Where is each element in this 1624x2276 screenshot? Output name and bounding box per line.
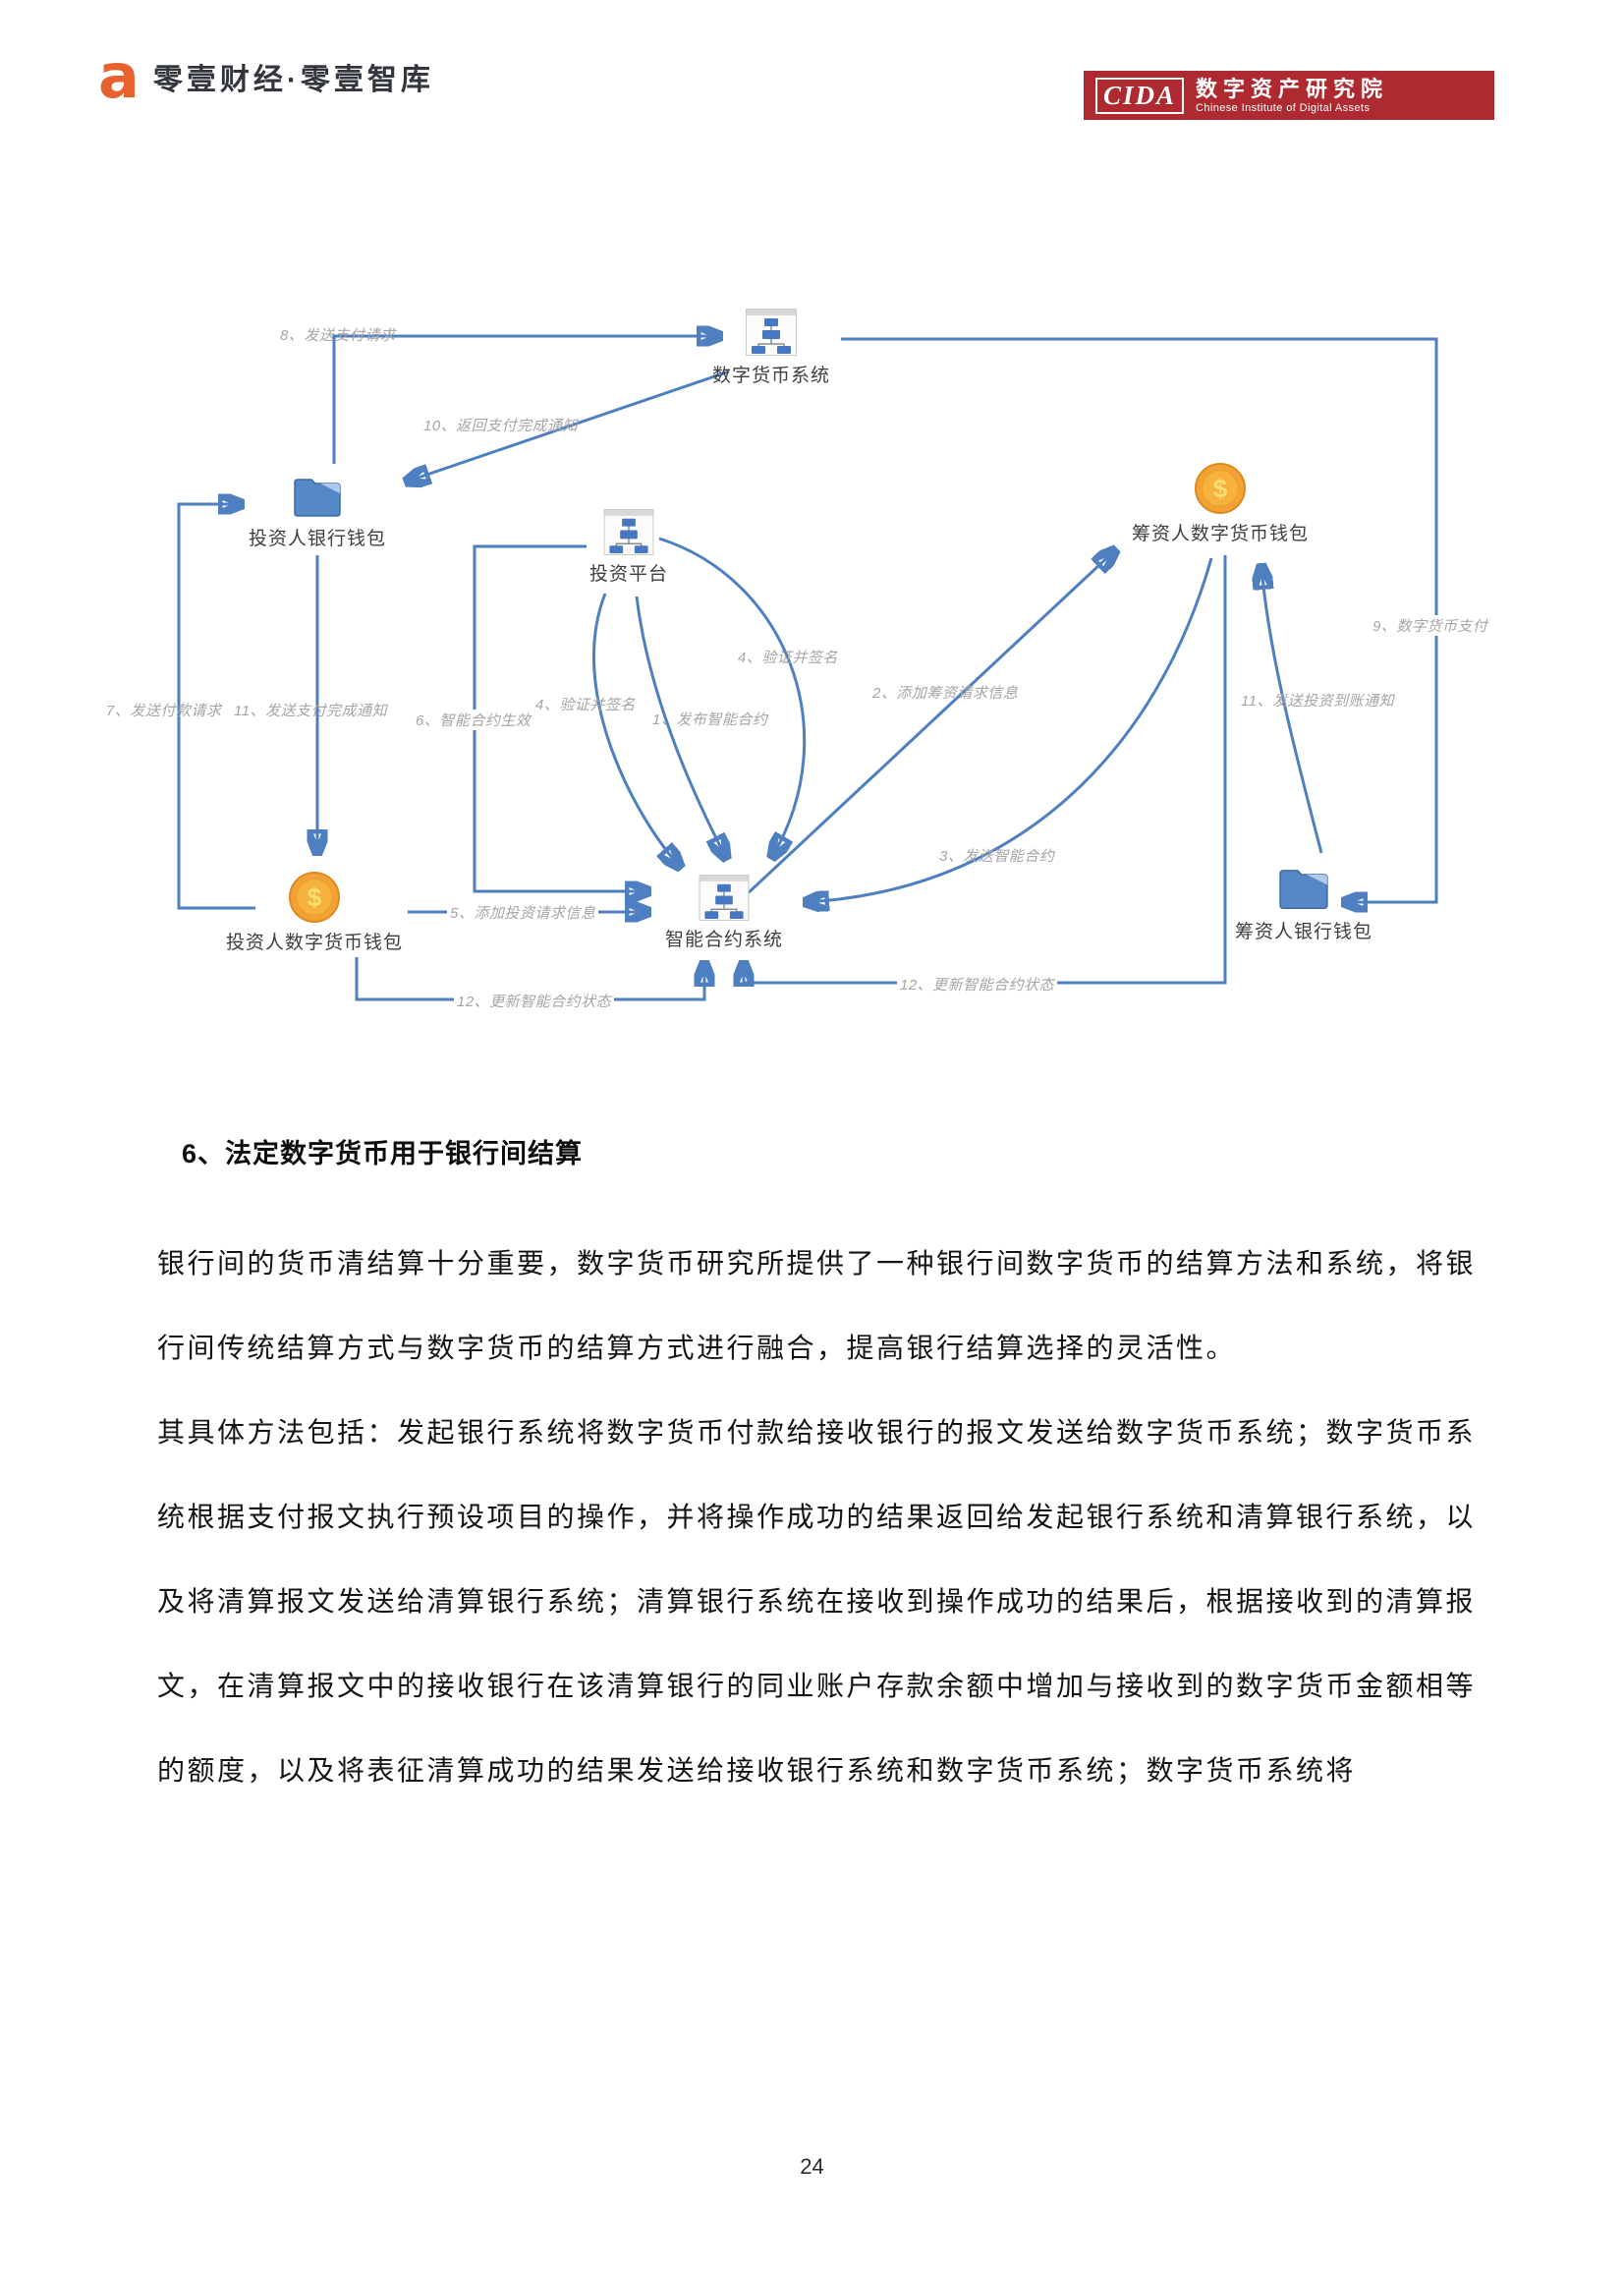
node-digital-currency-system: 数字货币系统 — [653, 308, 889, 387]
dollar-glyph: $ — [1213, 474, 1228, 503]
edge-9-line — [841, 337, 1438, 902]
section-heading: 6、法定数字货币用于银行间结算 — [182, 1139, 584, 1168]
cida-titles: 数字资产研究院 Chinese Institute of Digital Ass… — [1196, 77, 1388, 113]
page-number: 24 — [800, 2154, 824, 2179]
body-text: 银行间的货币清结算十分重要，数字货币研究所提供了一种银行间数字货币的结算方法和系… — [157, 1222, 1476, 1813]
edge-11-notify-line — [1261, 566, 1323, 854]
cida-en-title: Chinese Institute of Digital Assets — [1196, 101, 1371, 114]
paragraph-2: 其具体方法包括：发起银行系统将数字货币付款给接收银行的报文发送给数字货币系统；数… — [157, 1417, 1477, 1786]
node-label: 筹资人数字货币钱包 — [1131, 524, 1309, 544]
brand-name: 零壹财经·零壹智库 — [152, 63, 434, 96]
edge-1-line — [635, 596, 726, 858]
edge-label-12-right: 12、更新智能合约状态 — [897, 974, 1058, 995]
edge-label-12-left: 12、更新智能合约状态 — [454, 991, 615, 1011]
org-chart-icon — [699, 875, 750, 921]
coin-icon: $ — [289, 872, 340, 923]
node-label: 投资人银行钱包 — [248, 529, 386, 549]
org-chart-icon — [746, 309, 797, 356]
node-label: 投资平台 — [588, 564, 668, 585]
node-smart-contract-system: 智能合约系统 — [606, 875, 842, 951]
edge-label-2: 2、添加筹资请求信息 — [872, 685, 1019, 702]
node-fundraiser-bank-wallet: 筹资人银行钱包 — [1186, 863, 1422, 943]
node-fundraiser-digital-wallet: $ 筹资人数字货币钱包 — [1102, 462, 1338, 545]
edge-label-4-right: 4、验证并签名 — [738, 650, 838, 666]
cida-logo: CIDA 数字资产研究院 Chinese Institute of Digita… — [1084, 71, 1494, 120]
edge-label-10: 10、返回支付完成通知 — [423, 418, 579, 434]
node-label: 智能合约系统 — [664, 930, 783, 950]
edge-label-1: 1、发布智能合约 — [652, 711, 768, 728]
node-label: 投资人数字货币钱包 — [225, 933, 403, 953]
edge-8-line — [332, 336, 720, 464]
org-chart-icon — [603, 509, 654, 555]
edge-label-8: 8、发送支付请求 — [280, 327, 396, 344]
edge-3-line — [806, 557, 1213, 902]
cida-abbr: CIDA — [1095, 77, 1185, 114]
edge-label-7: 7、发送付款请求 — [106, 703, 222, 719]
edge-label-11-notify: 11、发送投资到账通知 — [1241, 693, 1395, 710]
edge-label-11-pay: 11、发送支付完成通知 — [234, 703, 388, 719]
edge-label-6: 6、智能合约生效 — [413, 710, 534, 730]
edge-4-right-line — [658, 537, 807, 857]
dollar-glyph: $ — [308, 882, 322, 912]
edge-label-5: 5、添加投资请求信息 — [447, 902, 599, 923]
folder-icon — [1279, 870, 1328, 910]
edge-label-3: 3、发送智能合约 — [939, 848, 1055, 865]
cida-cn-title: 数字资产研究院 — [1196, 77, 1389, 102]
node-investment-platform: 投资平台 — [511, 509, 747, 586]
brand-logo: a 零壹财经·零壹智库 — [98, 40, 434, 112]
paragraph-1: 银行间的货币清结算十分重要，数字货币研究所提供了一种银行间数字货币的结算方法和系… — [157, 1248, 1477, 1363]
node-label: 筹资人银行钱包 — [1234, 922, 1372, 942]
folder-icon — [294, 479, 341, 517]
edge-2-line — [744, 550, 1115, 897]
node-label: 数字货币系统 — [711, 366, 830, 386]
node-investor-bank-wallet: 投资人银行钱包 — [199, 473, 435, 550]
brand-a-icon: a — [98, 40, 140, 112]
edge-label-4-left: 4、验证并签名 — [535, 697, 636, 713]
edge-4-left-line — [592, 593, 680, 867]
edge-label-9: 9、数字货币支付 — [1370, 615, 1491, 636]
coin-icon: $ — [1195, 463, 1246, 514]
flow-diagram: 数字货币系统 投资人银行钱包 — [0, 0, 1624, 1101]
edge-7-line — [177, 504, 255, 910]
edge-10-line — [407, 370, 730, 482]
node-investor-digital-wallet: $ 投资人数字货币钱包 — [196, 871, 432, 954]
